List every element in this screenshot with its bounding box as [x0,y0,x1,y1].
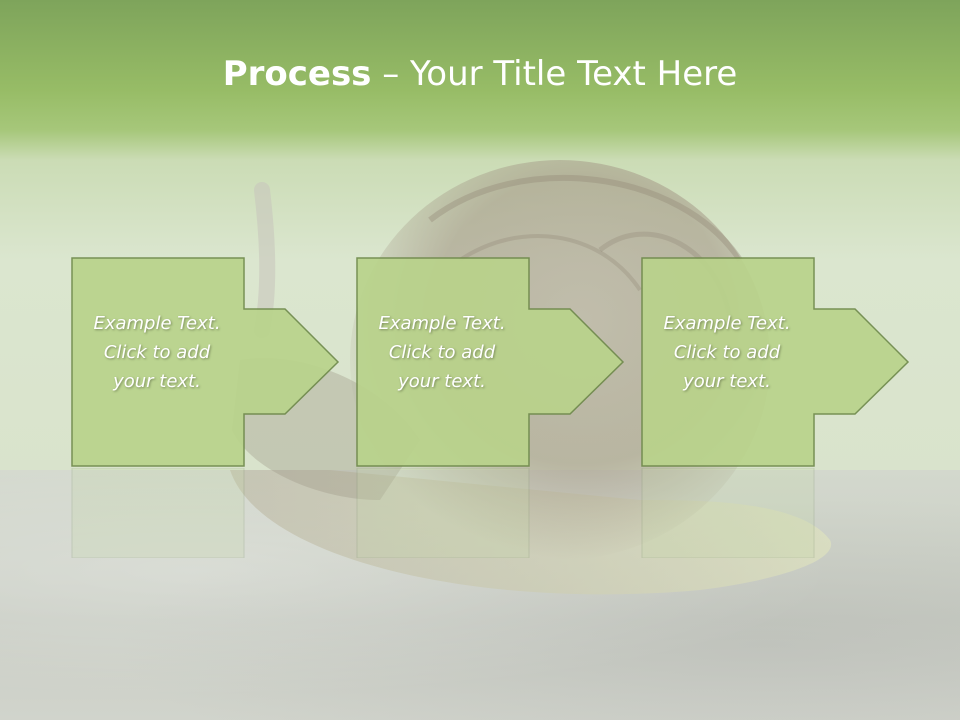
step-text-line1: Example Text. [93,313,221,334]
step-text-line2: Click to add [388,342,496,363]
step-2-reflection [356,468,530,558]
process-step-1[interactable]: Example Text. Click to add your text. [71,257,341,467]
step-text-line2: Click to add [673,342,781,363]
step-text-line2: Click to add [103,342,211,363]
step-text-line3: your text. [398,371,486,392]
step-text-line1: Example Text. [663,313,791,334]
arrow-callout-shape [356,257,625,467]
title-strong: Process [222,54,372,94]
step-text: Example Text. Click to add your text. [71,309,243,396]
step-text-line3: your text. [683,371,771,392]
process-step-3[interactable]: Example Text. Click to add your text. [641,257,911,467]
step-1-reflection [71,468,245,558]
process-step-2[interactable]: Example Text. Click to add your text. [356,257,626,467]
step-text: Example Text. Click to add your text. [356,309,528,396]
step-3-reflection [641,468,815,558]
step-text-line1: Example Text. [378,313,506,334]
arrow-callout-shape [71,257,340,467]
step-text: Example Text. Click to add your text. [641,309,813,396]
title-rest: – Your Title Text Here [371,54,738,94]
step-text-line3: your text. [113,371,201,392]
slide-title[interactable]: Process – Your Title Text Here [0,52,960,96]
arrow-callout-shape [641,257,910,467]
